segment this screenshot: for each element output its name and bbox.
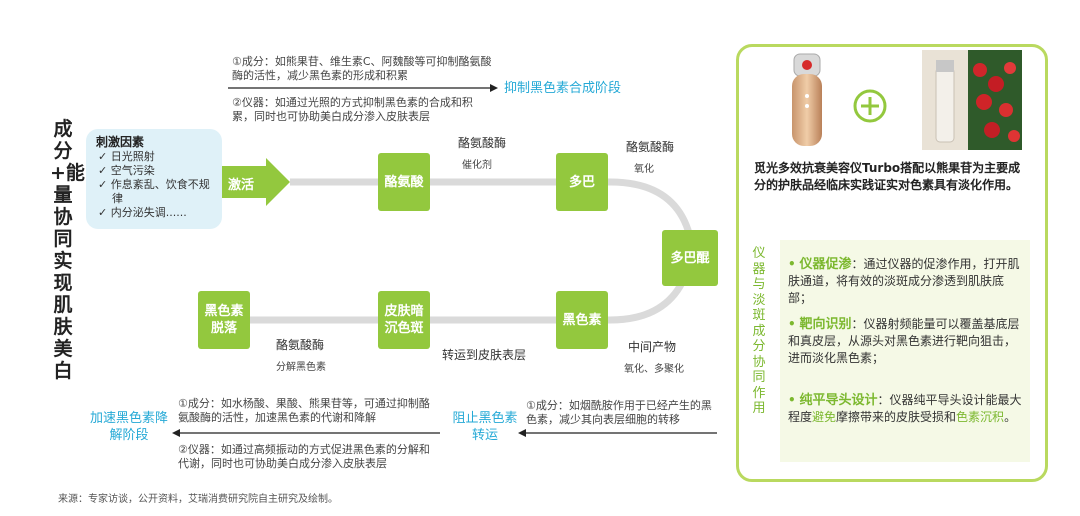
stimulus-item: ✓ 日光照射 bbox=[98, 150, 155, 163]
node-tyrosine: 酪氨酸 bbox=[378, 153, 430, 211]
node-skin-spot: 皮肤暗沉色斑 bbox=[378, 291, 430, 349]
source-note: 来源：专家访谈，公开资料，艾瑞消费研究院自主研究及绘制。 bbox=[58, 494, 338, 505]
label-catalyst: 催化剂 bbox=[462, 160, 492, 171]
bullet-text: ：仪器射频能量可以覆盖基底层和真皮层，从源头对黑色素进行靶向狙击，进而淡化黑色素… bbox=[788, 317, 1020, 365]
bullet-keyword: 纯平导头设计 bbox=[799, 393, 878, 408]
stage-inhibit-synthesis: 抑制黑色素合成阶段 bbox=[504, 81, 622, 96]
label-transport: 转运到皮肤表层 bbox=[442, 348, 527, 362]
label-tyrosinase-3: 酪氨酸酶 bbox=[276, 338, 325, 352]
bullet-text: 摩擦带来的皮肤受损和 bbox=[836, 410, 957, 424]
bullet-text: 。 bbox=[1004, 410, 1017, 424]
node-melanin: 黑色素 bbox=[556, 291, 608, 349]
panel-bullets-box bbox=[780, 240, 1030, 462]
bullet-text: ：通过仪器的促渗作用，打开肌肤通道，将有效的淡斑成分渗透到肌肤底部； bbox=[788, 257, 1020, 305]
node-dopa: 多巴 bbox=[556, 153, 608, 211]
bullet-highlight: 避免 bbox=[812, 410, 837, 424]
bottom-right-note: ①成分：如烟酰胺作用于已经产生的黑色素，减少其向表层细胞的转移 bbox=[526, 399, 712, 426]
label-oxidation-polymerization: 氧化、多聚化 bbox=[624, 364, 684, 375]
top-stage-arrowhead bbox=[490, 84, 498, 92]
stage-block-transport: 阻止黑色素转运 bbox=[452, 411, 518, 443]
bullet-keyword: 仪器促渗 bbox=[799, 257, 852, 272]
page-title: 成分+能量协同实现肌肤美白 bbox=[50, 118, 85, 382]
activate-arrow bbox=[222, 158, 290, 206]
stimulus-title: 刺激因素 bbox=[96, 135, 145, 149]
stimulus-item: ✓ 作息紊乱、饮食不规律 bbox=[98, 178, 210, 205]
stimulus-item: ✓ 空气污染 bbox=[98, 164, 155, 177]
label-tyrosinase-2: 酪氨酸酶 bbox=[626, 140, 675, 154]
skincare-product-image bbox=[922, 50, 1022, 150]
label-decompose-melanin: 分解黑色素 bbox=[276, 362, 326, 373]
bullet-flat-head-design: • 纯平导头设计：仪器纯平导头设计能最大程度避免摩擦带来的皮肤受损和色素沉积。 bbox=[788, 392, 1024, 426]
bottom-left-arrowhead bbox=[172, 429, 180, 437]
top-note-ingredient: ①成分：如熊果苷、维生素C、阿魏酸等可抑制酪氨酸酶的活性，减少黑色素的形成和积累 bbox=[232, 55, 492, 82]
node-melanin-shedding: 黑色素脱落 bbox=[198, 291, 250, 349]
stimulus-box bbox=[86, 129, 222, 229]
activate-label: 激活 bbox=[228, 178, 255, 193]
stimulus-list: ✓ 日光照射 ✓ 空气污染 ✓ 作息紊乱、饮食不规律 ✓ 内分泌失调...... bbox=[98, 150, 220, 220]
label-oxidation: 氧化 bbox=[634, 164, 654, 175]
node-dopaquinone: 多巴醌 bbox=[662, 230, 718, 286]
flow-track-top bbox=[290, 178, 692, 255]
bullet-highlight: 色素沉积 bbox=[956, 410, 1005, 424]
bottom-right-arrowhead bbox=[518, 429, 526, 437]
bullet-text: ：仪器纯平导头设计能最大程度 bbox=[788, 393, 1022, 424]
bullet-dot: • bbox=[788, 317, 796, 331]
bullet-targeted-recognition: • 靶向识别：仪器射频能量可以覆盖基底层和真皮层，从源头对黑色素进行靶向狙击，进… bbox=[788, 316, 1024, 367]
bullet-dot: • bbox=[788, 257, 796, 271]
top-note-device: ②仪器：如通过光照的方式抑制黑色素的合成和积累，同时也可协助美白成分渗入皮肤表层 bbox=[232, 96, 473, 123]
label-intermediate: 中间产物 bbox=[628, 340, 677, 354]
plus-icon bbox=[853, 89, 887, 123]
panel-side-label: 仪器与淡斑成分协同作用 bbox=[752, 246, 766, 416]
beauty-device-image bbox=[792, 53, 822, 146]
bullet-device-penetration: • 仪器促渗：通过仪器的促渗作用，打开肌肤通道，将有效的淡斑成分渗透到肌肤底部； bbox=[788, 256, 1024, 307]
bottom-left-ingredient: ①成分：如水杨酸、果酸、熊果苷等，可通过抑制酪氨酸酶的活性，加速黑色素的代谢和降… bbox=[178, 397, 430, 424]
bottom-left-device: ②仪器：如通过高频振动的方式促进黑色素的分解和代谢，同时也可协助美白成分渗入皮肤… bbox=[178, 443, 430, 470]
stage-accelerate-degradation: 加速黑色素降解阶段 bbox=[90, 411, 169, 443]
bullet-dot: • bbox=[788, 393, 796, 407]
flow-track-bottom bbox=[230, 258, 692, 324]
label-tyrosinase-1: 酪氨酸酶 bbox=[458, 136, 507, 150]
panel-description: 觅光多效抗衰美容仪Turbo搭配以熊果苷为主要成分的护肤品经临床实践证实对色素具… bbox=[754, 161, 1021, 192]
bullet-keyword: 靶向识别 bbox=[799, 317, 852, 332]
stimulus-item: ✓ 内分泌失调...... bbox=[98, 206, 187, 219]
